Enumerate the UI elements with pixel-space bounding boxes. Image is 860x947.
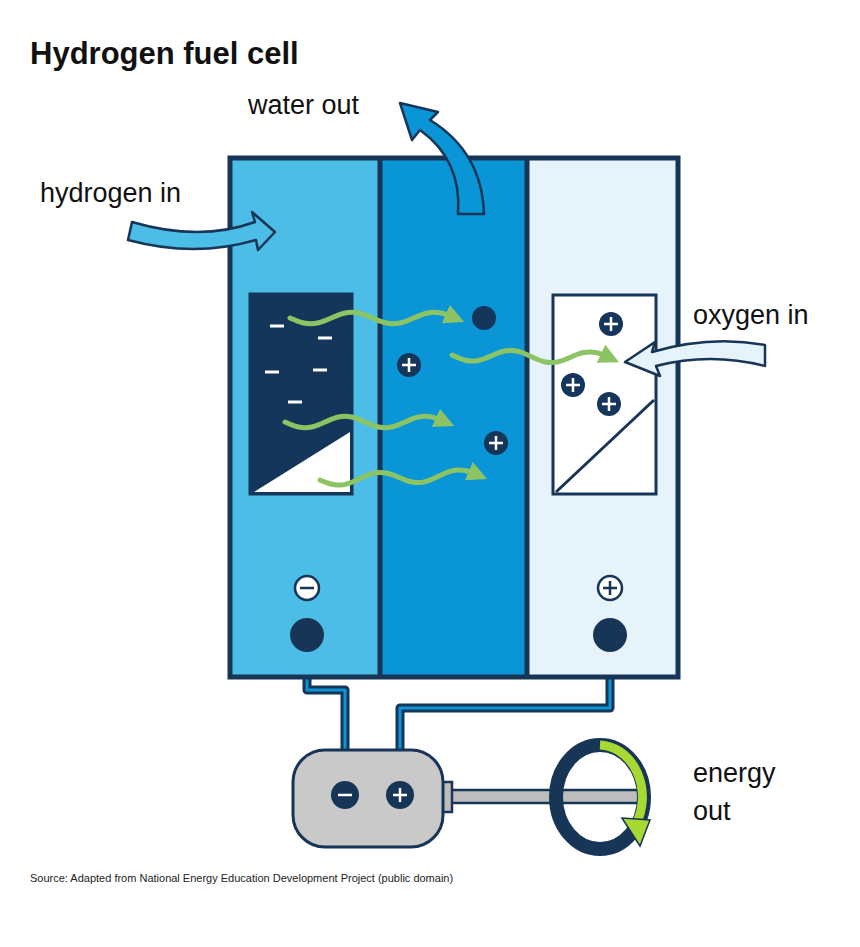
rotation-wheel — [556, 745, 650, 849]
ion — [599, 312, 623, 336]
flow-arrow — [285, 416, 445, 427]
source-caption: Source: Adapted from National Energy Edu… — [30, 872, 453, 884]
flow-label: energy out — [693, 754, 811, 830]
cell-outline — [230, 158, 678, 677]
ions — [397, 312, 623, 455]
terminals — [290, 576, 627, 652]
ion — [484, 431, 508, 455]
hydrogen-arrow — [128, 212, 275, 250]
flow-label: oxygen in — [693, 296, 809, 334]
flow-label: water out — [248, 86, 359, 124]
particle-flow — [285, 312, 610, 485]
motor — [293, 750, 640, 847]
flow-arrow — [320, 470, 478, 485]
oxygen-arrow — [625, 341, 765, 376]
ion — [397, 353, 421, 377]
flow-label: hydrogen in — [40, 174, 181, 212]
particle — [472, 306, 496, 330]
electrons — [265, 326, 332, 402]
water-arrow — [400, 103, 484, 214]
ion — [561, 373, 585, 397]
cathode-panel — [527, 158, 678, 677]
flow-arrow — [452, 350, 610, 362]
cathode-plate — [553, 295, 656, 494]
electrolyte-panel — [380, 158, 527, 677]
ion — [597, 392, 621, 416]
flow-arrow — [290, 312, 455, 323]
diagram-title: Hydrogen fuel cell — [30, 36, 299, 72]
